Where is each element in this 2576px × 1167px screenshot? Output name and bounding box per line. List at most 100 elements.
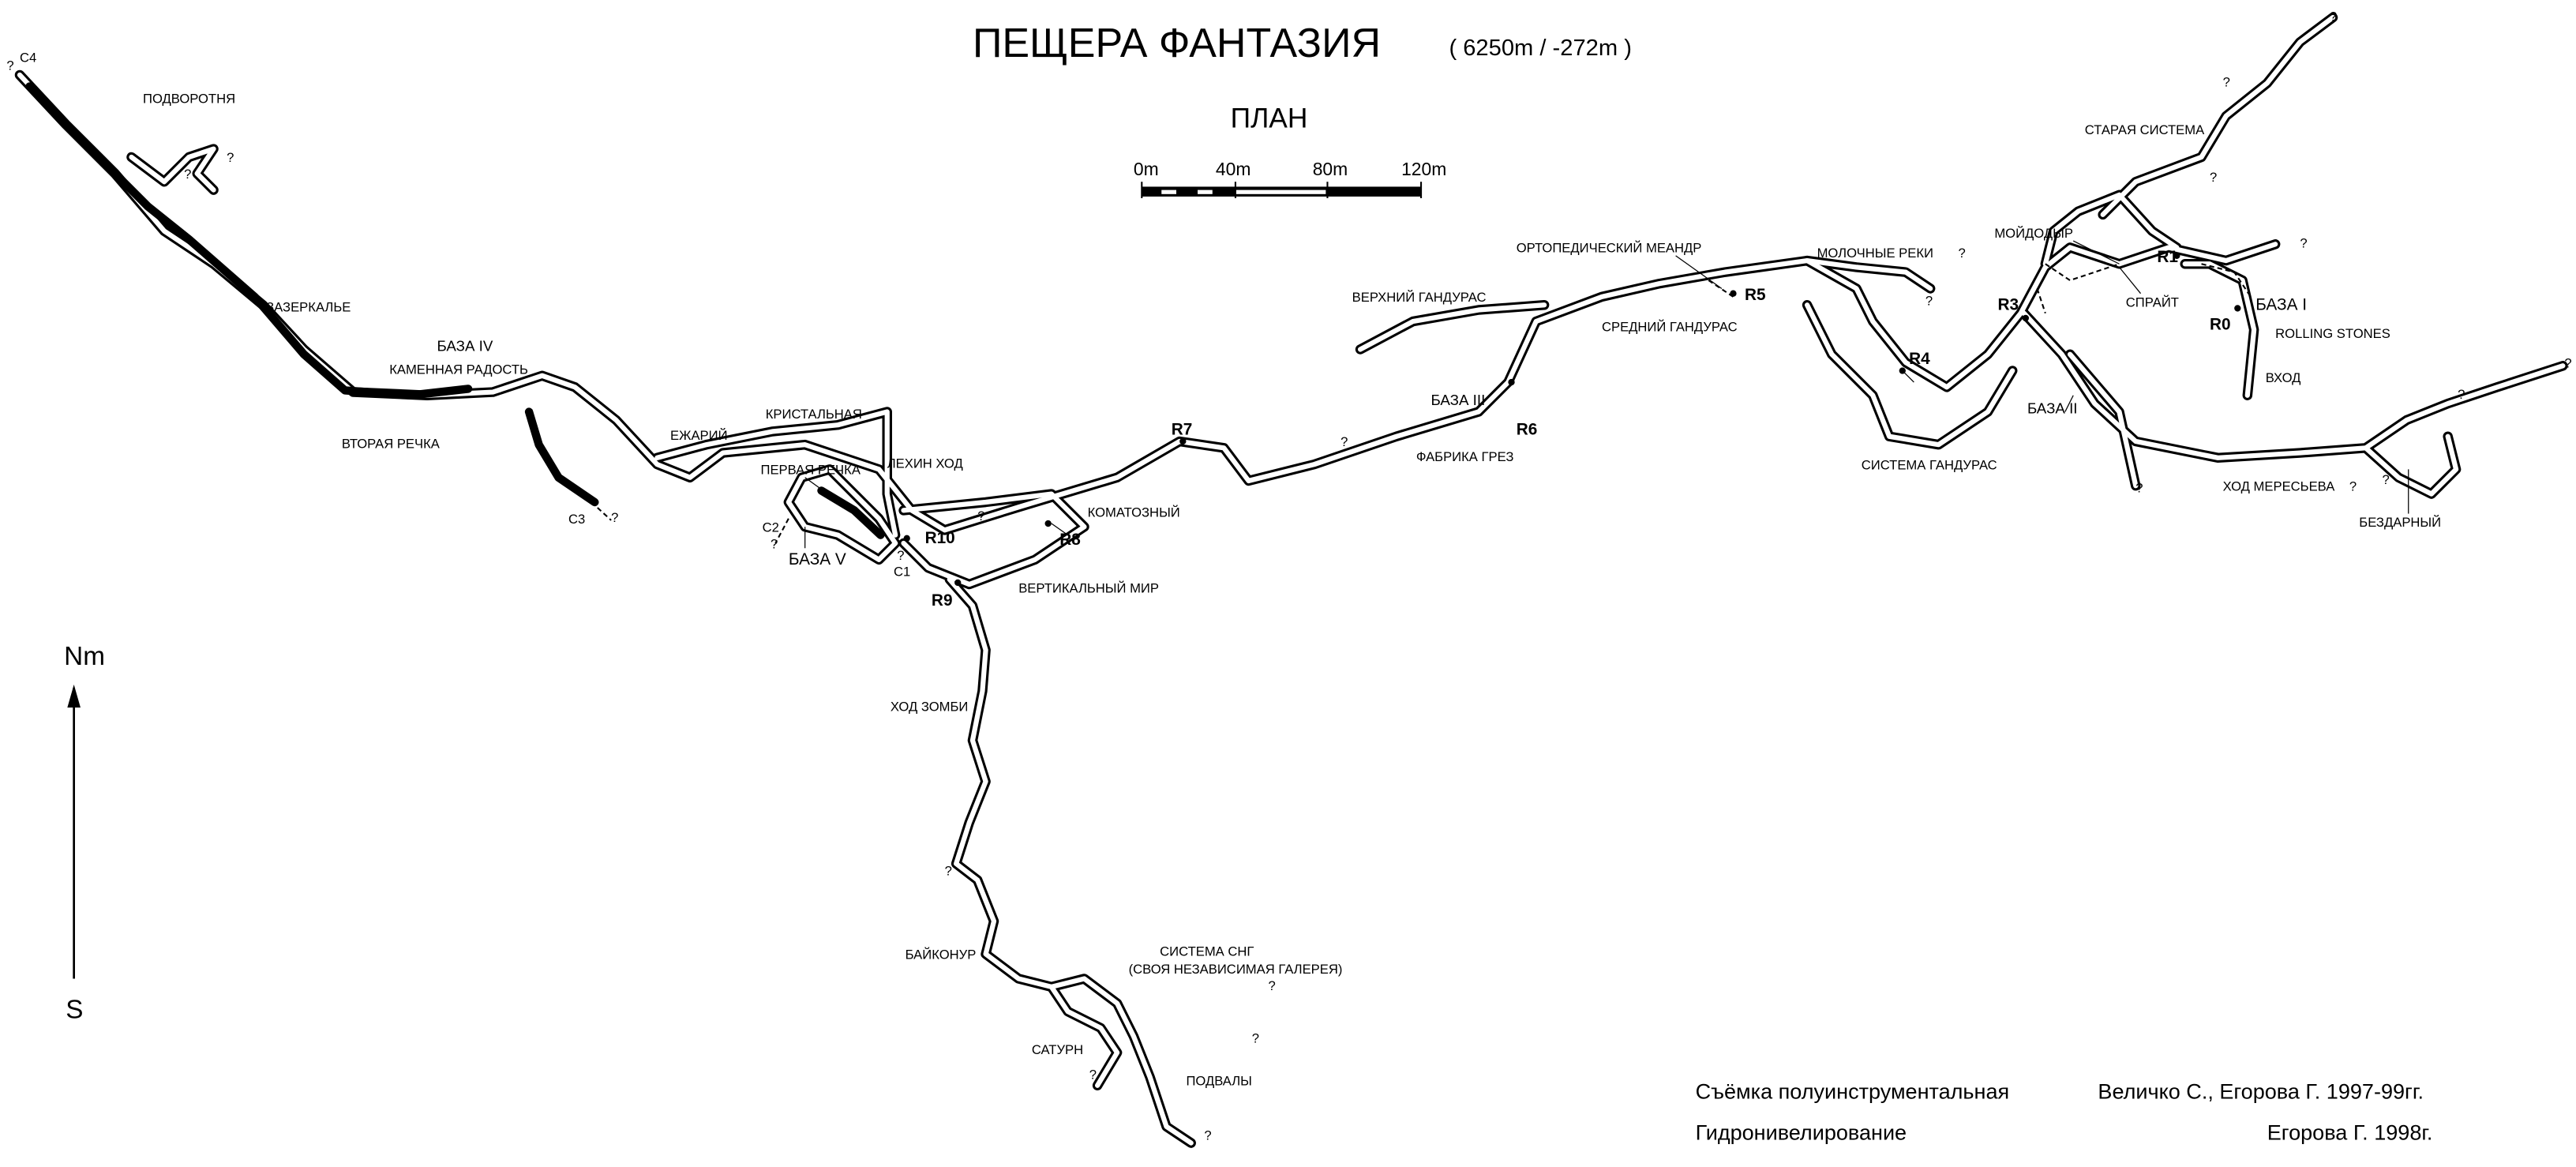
- label-vertikalny-mir: ВЕРТИКАЛЬНЫЙ МИР: [1018, 580, 1159, 595]
- question-mark: ?: [1340, 434, 1348, 449]
- map-title: ПЕЩЕРА ФАНТАЗИЯ: [973, 21, 1381, 66]
- label-vtoraya-rechka: ВТОРАЯ РЕЧКА: [342, 436, 441, 451]
- question-mark: ?: [2564, 355, 2571, 370]
- label-vkhod: ВХОД: [2266, 370, 2301, 385]
- baza2-south-interior: [2067, 351, 2139, 489]
- station-labels: R0 R1 R3 R4 R5 R6 R7 R8 R9 R10: [925, 248, 2231, 610]
- question-mark: ?: [2223, 74, 2230, 89]
- zombie-passage-interior: [947, 576, 1194, 1146]
- gandurash-system-interior: [1804, 302, 2015, 448]
- unexplored-leads: ? ? ? ? ? ? ? ? ? ? ? ? ? ? ? ? ? ? ? ? …: [6, 9, 2571, 1143]
- label-sistema-sng-sub: (СВОЯ НЕЗАВИСИМАЯ ГАЛЕРЕЯ): [1129, 962, 1343, 977]
- survey-credits: Съёмка полуинструментальная Величко С., …: [1696, 1079, 2433, 1144]
- question-mark: ?: [2210, 170, 2217, 185]
- question-mark: ?: [227, 150, 234, 165]
- sump-labels: C4 C3 C2 C1: [20, 50, 910, 579]
- sump-c2: C2: [763, 520, 779, 535]
- label-baikonur: БАЙКОНУР: [906, 947, 977, 962]
- leader-lines: [804, 240, 2409, 549]
- molochnye-branch-interior: [1804, 257, 1933, 291]
- verkhny-gandurash-interior: [1357, 302, 1547, 352]
- station-r5: R5: [1745, 286, 1766, 304]
- label-baza-1: БАЗА I: [2255, 296, 2307, 314]
- question-mark: ?: [1269, 978, 1276, 993]
- label-baza-3: БАЗА III: [1431, 392, 1486, 408]
- question-mark: ?: [2382, 472, 2389, 487]
- question-mark: ?: [6, 58, 13, 73]
- label-zazerkalye: ЗАЗЕРКАЛЬЕ: [266, 300, 351, 315]
- survey-method: Съёмка полуинструментальная: [1696, 1079, 2010, 1103]
- question-mark: ?: [2349, 478, 2357, 493]
- place-labels: ПОДВОРОТНЯ ЗАЗЕРКАЛЬЕ БАЗА IV КАМЕННАЯ Р…: [143, 91, 2441, 1088]
- station-r0: R0: [2210, 315, 2231, 333]
- pervaya-rechka-loop-interior: [786, 467, 898, 562]
- label-bezdarny: БЕЗДАРНЫЙ: [2359, 515, 2441, 530]
- scale-label-80: 80m: [1313, 159, 1348, 179]
- gandurash-system: [1802, 300, 2018, 450]
- station-r6: R6: [1517, 421, 1538, 439]
- station-r9: R9: [932, 591, 953, 610]
- label-pervaya-rechka: ПЕРВАЯ РЕЧКА: [761, 463, 861, 478]
- label-lekhin-khod: ЛЕХИН ХОД: [887, 456, 963, 471]
- station-r4: R4: [1909, 350, 1930, 368]
- question-mark: ?: [184, 167, 191, 182]
- label-sistema-sng: СИСТЕМА СНГ: [1160, 944, 1254, 959]
- staraya-west-interior: [2042, 192, 2180, 267]
- question-mark: ?: [2300, 235, 2307, 250]
- label-staraya-sistema: СТАРАЯ СИСТЕМА: [2085, 122, 2205, 137]
- scale-label-120: 120m: [1401, 159, 1446, 179]
- sump-c3: C3: [568, 512, 585, 527]
- label-kristalnaya: КРИСТАЛЬНАЯ: [766, 407, 862, 422]
- station-r7: R7: [1172, 421, 1193, 439]
- north-label: Nm: [64, 642, 105, 671]
- scale-label-40: 40m: [1216, 159, 1251, 179]
- label-saturn: САТУРН: [1032, 1042, 1083, 1057]
- label-ezhariy: ЕЖАРИЙ: [670, 428, 728, 443]
- kristalnaya-passage-interior: [654, 409, 898, 538]
- station-r8: R8: [1059, 531, 1081, 549]
- station-points: [903, 252, 2241, 587]
- label-fabrika-grez: ФАБРИКА ГРЕЗ: [1416, 449, 1514, 464]
- scale-bar: 0m 40m 80m 120m: [1134, 159, 1446, 199]
- sump-c4: C4: [20, 50, 36, 65]
- saturn-branch-interior: [1048, 984, 1120, 1088]
- station-r10: R10: [925, 529, 955, 547]
- question-mark: ?: [2135, 481, 2143, 496]
- verkhny-gandurash: [1355, 300, 1550, 355]
- sump-c1: C1: [894, 565, 910, 580]
- label-molochnye-reki: МОЛОЧНЫЕ РЕКИ: [1817, 246, 1933, 261]
- hydro-authors: Егорова Г. 1998г.: [2267, 1120, 2433, 1144]
- survey-authors: Величко С., Егорова Г. 1997-99гг.: [2098, 1079, 2424, 1103]
- label-baza-5: БАЗА V: [789, 550, 846, 568]
- label-verkhny-gandurash: ВЕРХНИЙ ГАНДУРАС: [1352, 290, 1487, 305]
- label-khod-zombi: ХОД ЗОМБИ: [891, 699, 968, 714]
- label-rolling-stones: ROLLING STONES: [2275, 326, 2390, 341]
- label-podvorotnya: ПОДВОРОТНЯ: [143, 91, 235, 106]
- dashed-connections: [591, 263, 2252, 544]
- r10-loop-interior: [901, 491, 1087, 587]
- question-mark: ?: [771, 536, 778, 551]
- label-podvaly: ПОДВАЛЫ: [1186, 1074, 1251, 1089]
- label-kamennaya-radost: КАМЕННАЯ РАДОСТЬ: [389, 362, 528, 377]
- question-mark: ?: [2458, 387, 2465, 402]
- label-sredny-gandurash: СРЕДНИЙ ГАНДУРАС: [1602, 320, 1738, 335]
- label-sistema-gandurash: СИСТЕМА ГАНДУРАС: [1862, 457, 1997, 472]
- question-mark: ?: [1252, 1031, 1259, 1046]
- scale-label-0: 0m: [1134, 159, 1159, 179]
- staraya-sistema-interior: [2100, 14, 2336, 217]
- label-ortoped-meandr: ОРТОПЕДИЧЕСКИЙ МЕАНДР: [1517, 241, 1702, 256]
- question-mark: ?: [2330, 9, 2337, 24]
- label-moidodyr: МОЙДОДЫР: [1994, 226, 2073, 241]
- label-baza-2: БАЗА II: [2027, 400, 2078, 417]
- station-r3: R3: [1997, 296, 2019, 314]
- map-stats: ( 6250m / -272m ): [1449, 36, 1631, 61]
- question-mark: ?: [1959, 246, 1966, 261]
- question-mark: ?: [945, 863, 952, 878]
- question-mark: ?: [1089, 1067, 1097, 1082]
- hydro-method: Гидронивелирование: [1696, 1120, 1907, 1144]
- c3-river: [524, 407, 599, 507]
- baza2-meresyev-interior: [2021, 310, 2566, 460]
- label-khod-meresyeva: ХОД МЕРЕСЬЕВА: [2223, 478, 2336, 493]
- label-baza-4: БАЗА IV: [437, 338, 493, 355]
